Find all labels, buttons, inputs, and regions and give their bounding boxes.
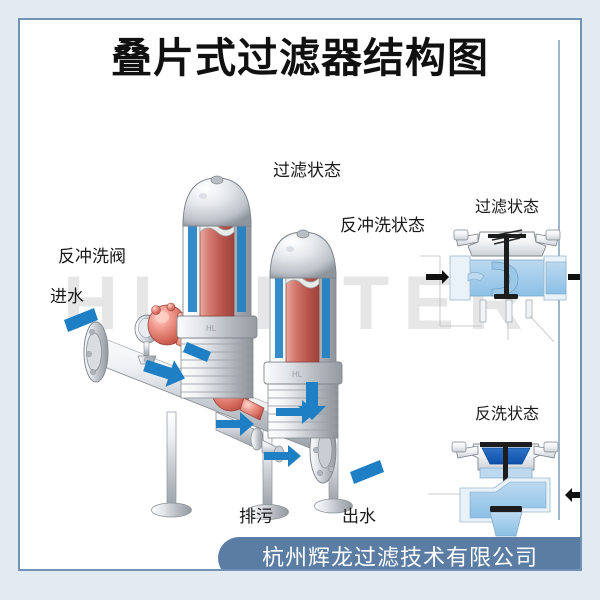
support-legs (151, 411, 353, 520)
label-water-outlet: 出水 (342, 507, 376, 526)
valve-cutaway-filtering (420, 229, 580, 343)
filter-vessel-left: HL (176, 175, 258, 399)
label-backwash-valve: 反冲洗阀 (58, 247, 126, 266)
svg-text:HL: HL (206, 324, 217, 333)
main-filter-assembly: HL (64, 175, 384, 520)
valve-cutaway-backwash (428, 441, 580, 537)
diagram-stage: HL (20, 20, 580, 569)
inlet-flange (83, 321, 109, 383)
inlet-flow-arrow (64, 308, 98, 332)
company-banner: 杭州辉龙过滤技术有限公司 (218, 537, 580, 570)
label-side-backwash-state: 反洗状态 (475, 406, 540, 423)
company-name: 杭州辉龙过滤技术有限公司 (261, 545, 538, 570)
page-title: 叠片式过滤器结构图 (111, 35, 489, 81)
label-drain: 排污 (239, 507, 273, 526)
filter-assembly-illustration: HL (64, 175, 580, 537)
label-backwash-state-main: 反冲洗状态 (340, 216, 425, 235)
diagram-panel: 叠片式过滤器结构图 HLFILTER (18, 18, 582, 571)
flow-arrows (64, 308, 384, 484)
label-side-filtering-state: 过滤状态 (475, 199, 540, 216)
label-water-inlet: 进水 (50, 287, 84, 306)
svg-text:HL: HL (292, 370, 303, 379)
label-filtering-state-main: 过滤状态 (273, 161, 341, 180)
outlet-flow-arrow (350, 460, 384, 484)
